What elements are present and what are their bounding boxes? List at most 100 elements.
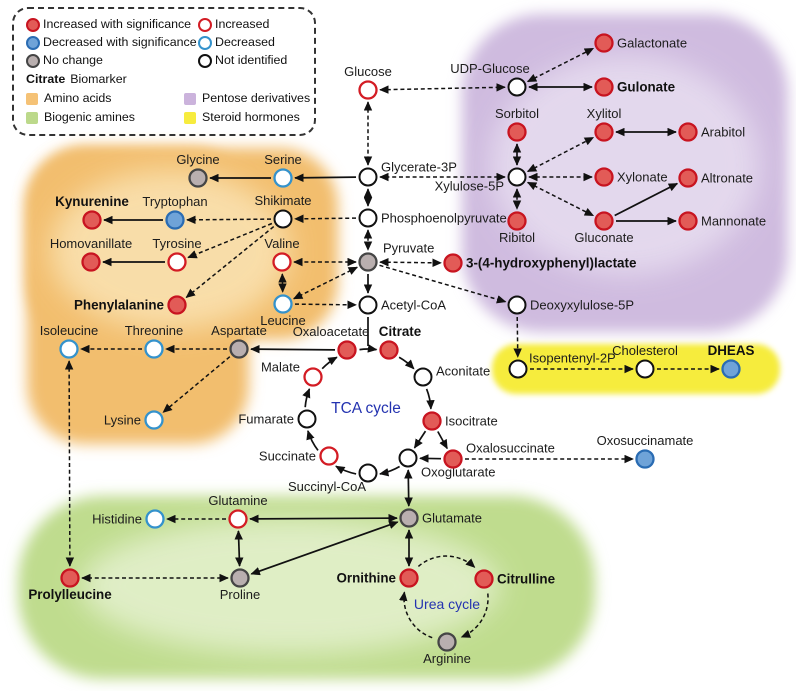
node-acetylcoa: [358, 295, 378, 315]
node-prolylleucine: [60, 568, 80, 588]
node-deoxyx5p: [507, 295, 527, 315]
node-oxosuccinamate: [635, 449, 655, 469]
edge-pep-shikimate: [294, 214, 357, 224]
edge-isocitrate-oxoglutarate: [413, 430, 427, 449]
edge-gluconate-altronate: [614, 182, 679, 217]
label-galactonate: Galactonate: [617, 36, 687, 51]
legend-status-grid: Increased with significance Increased De…: [26, 16, 304, 69]
edge-aspartate-lysine: [162, 356, 231, 413]
legend-label: Increased with significance: [43, 17, 192, 31]
label-citrulline: Citrulline: [497, 572, 555, 587]
not-identified-icon: [198, 53, 212, 68]
node-hpl: [443, 253, 463, 273]
node-aconitate: [413, 367, 433, 387]
legend-item-decreased-significance: Decreased with significance: [26, 34, 198, 51]
label-glutamine: Glutamine: [208, 493, 267, 508]
increased-icon: [198, 17, 212, 32]
amino-acids-swatch: [26, 92, 38, 105]
legend-label: Steroid hormones: [202, 110, 300, 124]
decreased-with-significance-icon: [26, 35, 40, 50]
edge-shikimate-tryptophan: [186, 215, 272, 225]
label-cholesterol: Cholesterol: [612, 343, 678, 358]
label-ornithine: Ornithine: [336, 571, 396, 586]
node-xylulose5p: [507, 167, 527, 187]
node-mannonate: [678, 211, 698, 231]
node-arabitol: [678, 122, 698, 142]
node-isocitrate: [422, 411, 442, 431]
node-isopentenyl2p: [508, 359, 528, 379]
node-isoleucine: [59, 339, 79, 359]
legend-item-decreased: Decreased: [198, 34, 304, 51]
label-proline: Proline: [220, 587, 260, 602]
label-citrate: Citrate: [379, 324, 421, 339]
node-glycerate3p: [358, 167, 378, 187]
label-pyruvate: Pyruvate: [383, 241, 434, 256]
edge-glucose-udpglucose: [379, 83, 506, 94]
legend-item-no-change: No change: [26, 52, 198, 69]
edge-arginine-ornithine: [399, 591, 433, 639]
node-succinylcoa: [358, 463, 378, 483]
node-shikimate: [273, 209, 293, 229]
label-gulonate: Gulonate: [617, 80, 675, 95]
node-glutamate: [399, 508, 419, 528]
label-glutamate: Glutamate: [422, 511, 482, 526]
label-hpl: 3-(4-hydroxyphenyl)lactate: [466, 256, 636, 271]
edge-glutamate-proline: [250, 520, 399, 576]
node-cholesterol: [635, 359, 655, 379]
label-leucine: Leucine: [260, 313, 306, 328]
node-glutamine: [228, 509, 248, 529]
label-aspartate: Aspartate: [211, 323, 267, 338]
edge-pyruvate-deoxyx5p: [379, 264, 507, 304]
label-oxosuccinamate: Oxosuccinamate: [597, 433, 694, 448]
node-threonine: [144, 339, 164, 359]
edge-citrate-aconitate: [398, 356, 415, 370]
node-xylonate: [594, 167, 614, 187]
legend-item-amino-acids: Amino acids: [26, 90, 184, 107]
legend-item-biogenic-amines: Biogenic amines: [26, 109, 184, 126]
node-lysine: [144, 410, 164, 430]
tca-cycle-label: TCA cycle: [331, 400, 401, 417]
label-isoleucine: Isoleucine: [40, 323, 99, 338]
label-tryptophan: Tryptophan: [142, 194, 207, 209]
legend-item-increased-significance: Increased with significance: [26, 16, 198, 33]
biomarker-label: Biomarker: [70, 72, 127, 86]
node-oxalosuccinate: [443, 449, 463, 469]
edge-oxaloacetate-aspartate: [250, 344, 336, 354]
edge-glycerate3p-serine: [294, 173, 357, 183]
label-pep: Phosphoenolpyruvate: [381, 211, 507, 226]
node-histidine: [145, 509, 165, 529]
edge-xylulose5p-gluconate: [526, 181, 595, 217]
node-ribitol: [507, 211, 527, 231]
legend-label: Amino acids: [44, 91, 112, 105]
node-arginine: [437, 632, 457, 652]
edge-oxoglutarate-glutamate: [404, 469, 413, 507]
biomarker-example: Citrate: [26, 72, 66, 86]
node-tyrosine: [167, 252, 187, 272]
node-homovanillate: [81, 252, 101, 272]
node-udpglucose: [507, 77, 527, 97]
label-phenylalanine: Phenylalanine: [74, 298, 164, 313]
node-serine: [273, 168, 293, 188]
node-fumarate: [297, 409, 317, 429]
label-malate: Malate: [261, 360, 300, 375]
legend-label: Increased: [215, 17, 270, 31]
node-galactonate: [594, 33, 614, 53]
legend-biomarker-row: Citrate Biomarker: [26, 71, 304, 88]
steroid-hormones-swatch: [184, 111, 196, 124]
node-gluconate: [594, 211, 614, 231]
no-change-icon: [26, 53, 40, 68]
edges-layer: [64, 47, 720, 639]
edge-citrulline-arginine: [460, 593, 489, 638]
edge-shikimate-tyrosine: [187, 222, 273, 259]
edge-shikimate-phenylalanine: [185, 226, 275, 298]
edge-leucine-acetylcoa: [294, 300, 357, 310]
label-gluconate: Gluconate: [574, 230, 633, 245]
node-aspartate: [229, 339, 249, 359]
node-oxoglutarate: [398, 448, 418, 468]
label-valine: Valine: [264, 236, 299, 251]
label-mannonate: Mannonate: [701, 214, 766, 229]
label-prolylleucine: Prolylleucine: [28, 587, 111, 602]
node-glucose: [358, 80, 378, 100]
legend-label: Decreased with significance: [43, 35, 197, 49]
